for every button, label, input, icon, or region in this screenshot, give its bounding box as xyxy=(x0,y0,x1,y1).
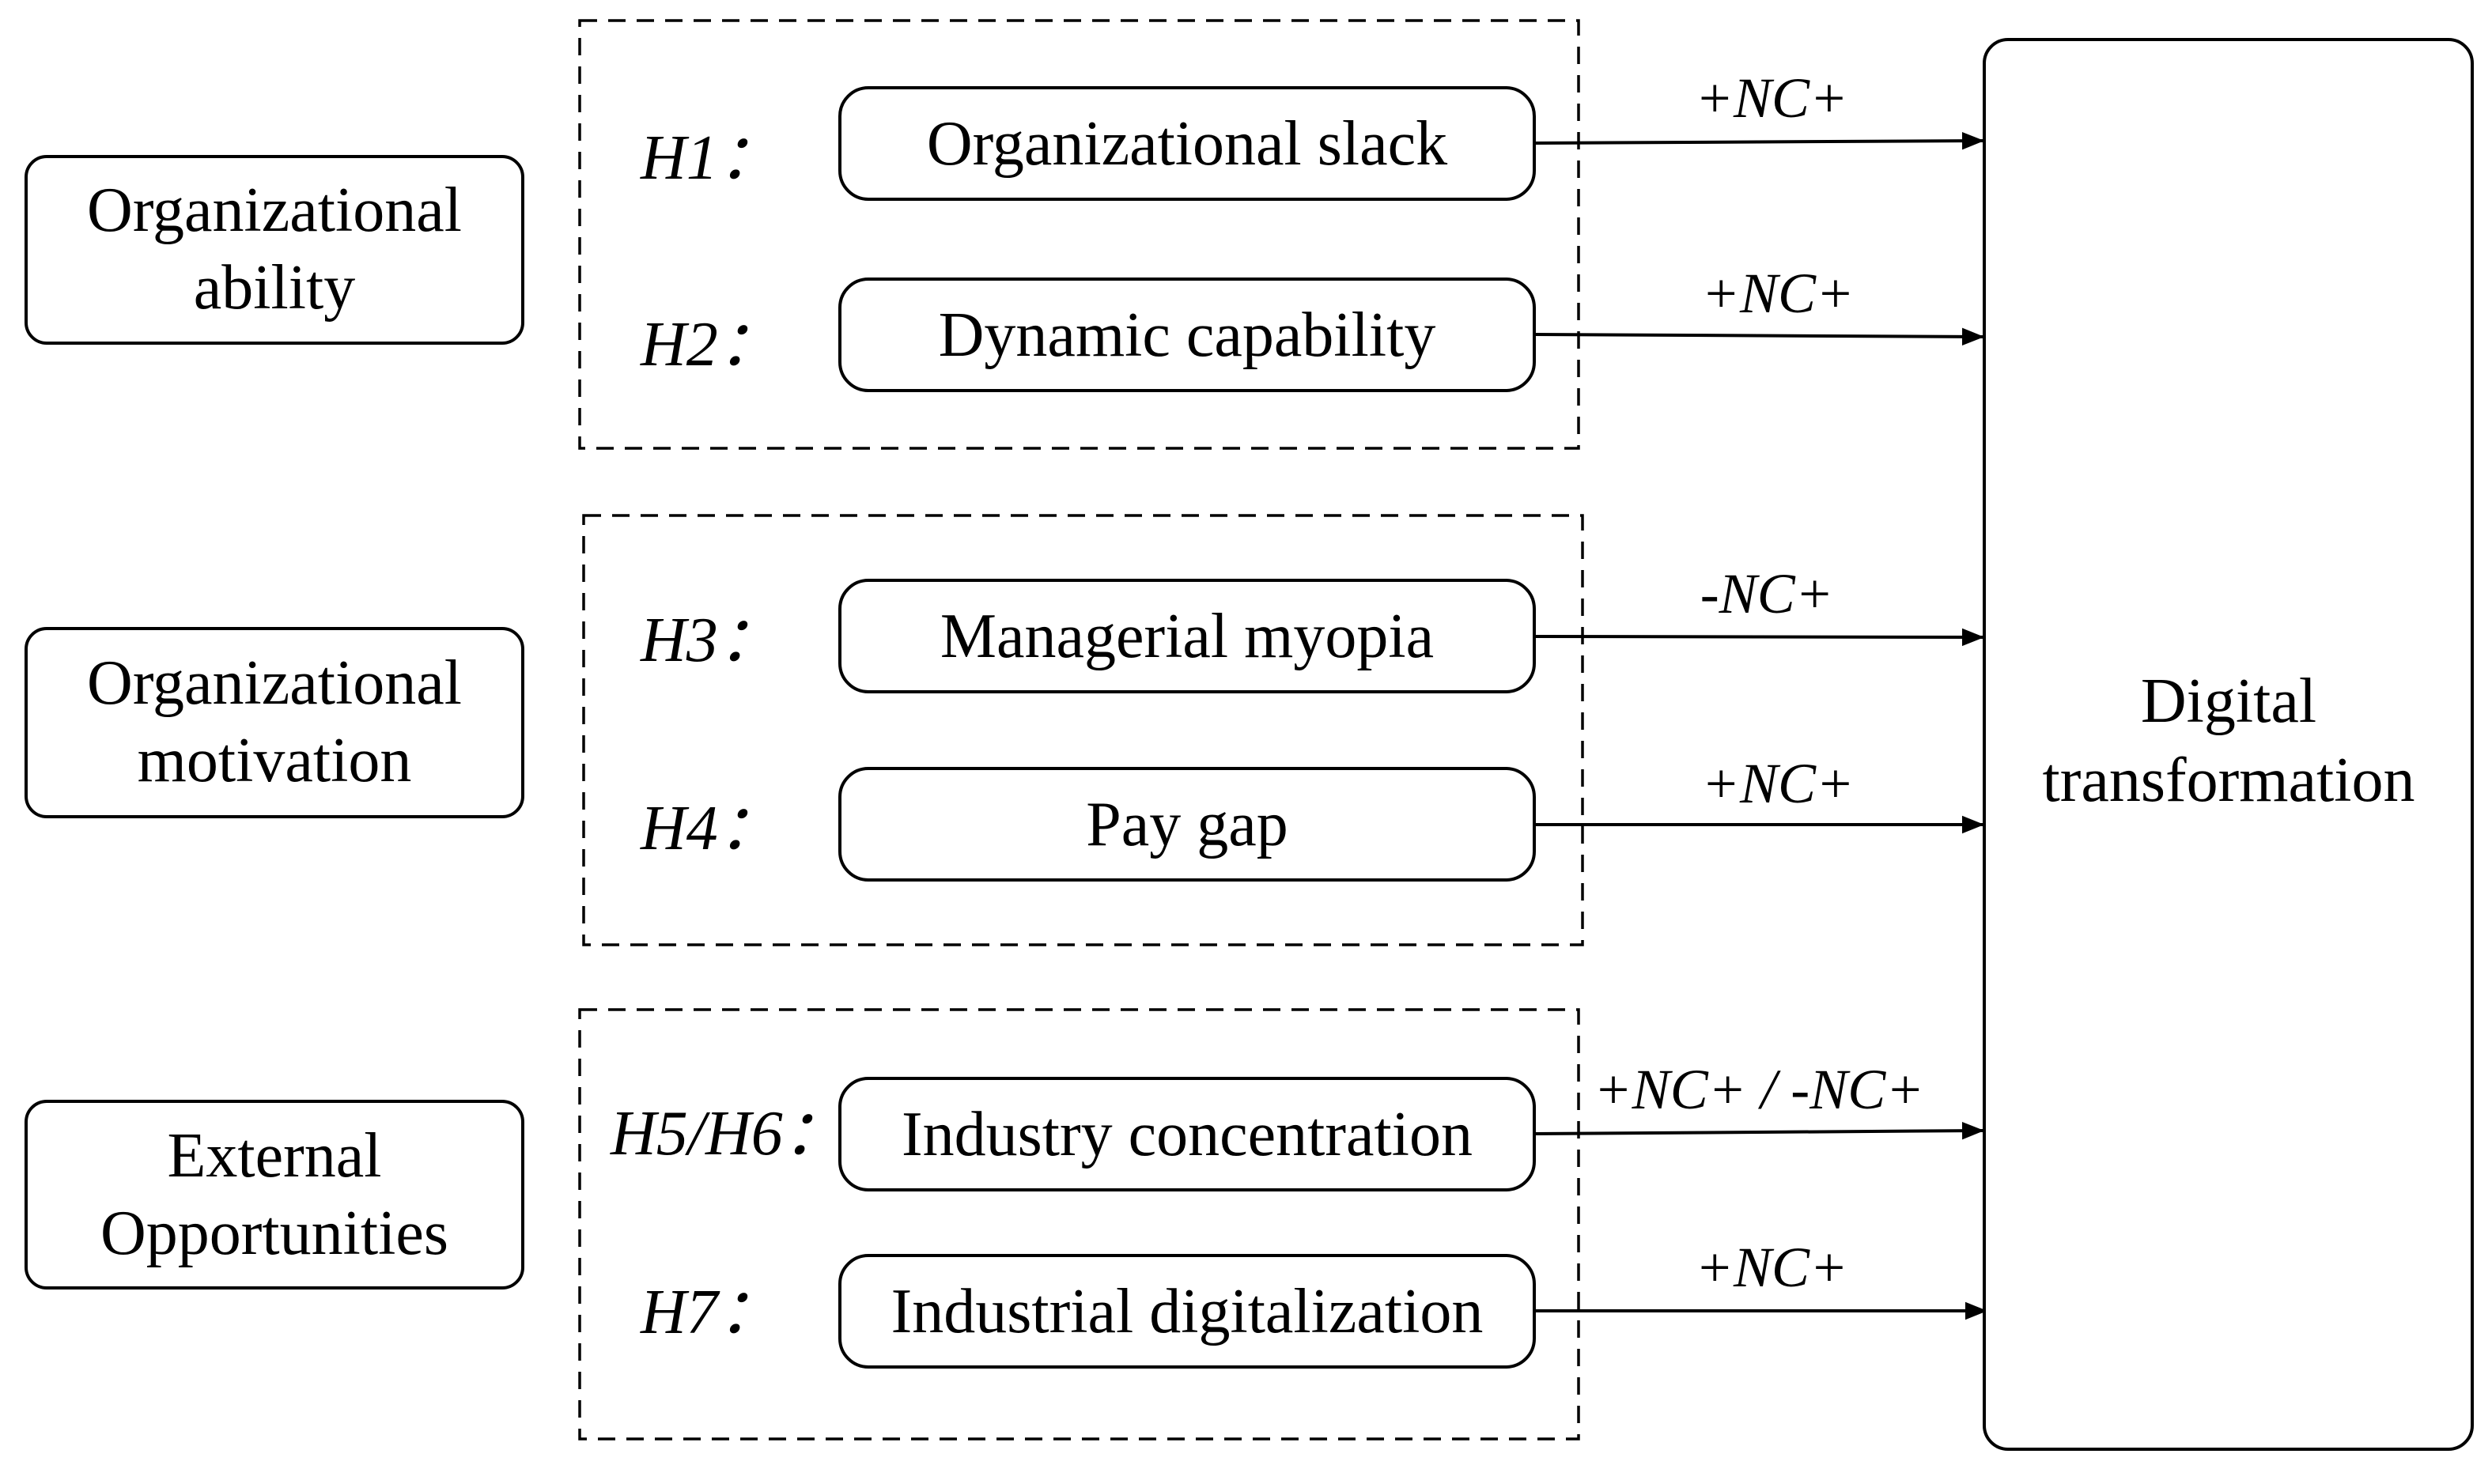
arrow-h3 xyxy=(1533,628,1985,647)
variable-industry-concentration: Industry concentration xyxy=(838,1077,1536,1191)
variable-label: Dynamic capability xyxy=(939,300,1436,370)
category-organizational-motivation: Organizational motivation xyxy=(25,627,524,818)
outcome-line-2: transformation xyxy=(2043,746,2415,815)
hypothesis-label-h5-h6: H5/H6： xyxy=(610,1099,846,1169)
variable-label: Industry concentration xyxy=(902,1100,1473,1169)
effect-label-h5-h6: +NC+ / -NC+ xyxy=(1594,1058,1924,1121)
group-box-opportunities xyxy=(578,1008,1580,1441)
category-ability-line-1: Organizational xyxy=(87,176,462,245)
effect-label-h1: +NC+ xyxy=(1695,66,1847,130)
effect-label-h2: +NC+ xyxy=(1701,262,1854,325)
variable-label: Managerial myopia xyxy=(940,602,1434,671)
variable-dynamic-capability: Dynamic capability xyxy=(838,278,1536,392)
arrow-h5-h6 xyxy=(1533,1121,1985,1140)
category-organizational-ability: Organizational ability xyxy=(25,155,524,345)
category-ability-line-2: ability xyxy=(194,253,355,323)
variable-industrial-digitalization: Industrial digitalization xyxy=(838,1254,1536,1369)
hypothesis-label-h3: H3： xyxy=(640,606,781,675)
outcome-line-1: Digital xyxy=(2141,666,2316,736)
category-opportunities-line-1: External xyxy=(168,1121,382,1191)
effect-label-h4: +NC+ xyxy=(1701,752,1854,815)
category-opportunities-line-2: Opportunities xyxy=(100,1199,448,1268)
hypothesis-label-h4: H4： xyxy=(640,794,781,863)
effect-label-h7: +NC+ xyxy=(1695,1236,1847,1299)
variable-label: Industrial digitalization xyxy=(891,1277,1484,1346)
arrow-h2 xyxy=(1533,327,1985,346)
hypothesis-label-h7: H7： xyxy=(640,1278,781,1347)
group-box-motivation xyxy=(582,514,1584,946)
variable-pay-gap: Pay gap xyxy=(838,767,1536,882)
variable-label: Pay gap xyxy=(1086,790,1288,859)
outcome-digital-transformation: Digital transformation xyxy=(1983,38,2474,1451)
hypothesis-label-h1: H1： xyxy=(640,123,781,193)
variable-label: Organizational slack xyxy=(927,109,1447,179)
variable-managerial-myopia: Managerial myopia xyxy=(838,579,1536,693)
category-motivation-line-1: Organizational xyxy=(87,648,462,718)
group-box-ability xyxy=(578,19,1580,450)
category-external-opportunities: External Opportunities xyxy=(25,1100,524,1290)
arrow-h1 xyxy=(1533,131,1985,150)
effect-label-h3: -NC+ xyxy=(1700,562,1834,625)
category-motivation-line-2: motivation xyxy=(138,726,412,795)
hypothesis-label-h2: H2： xyxy=(640,310,781,379)
variable-organizational-slack: Organizational slack xyxy=(838,86,1536,201)
